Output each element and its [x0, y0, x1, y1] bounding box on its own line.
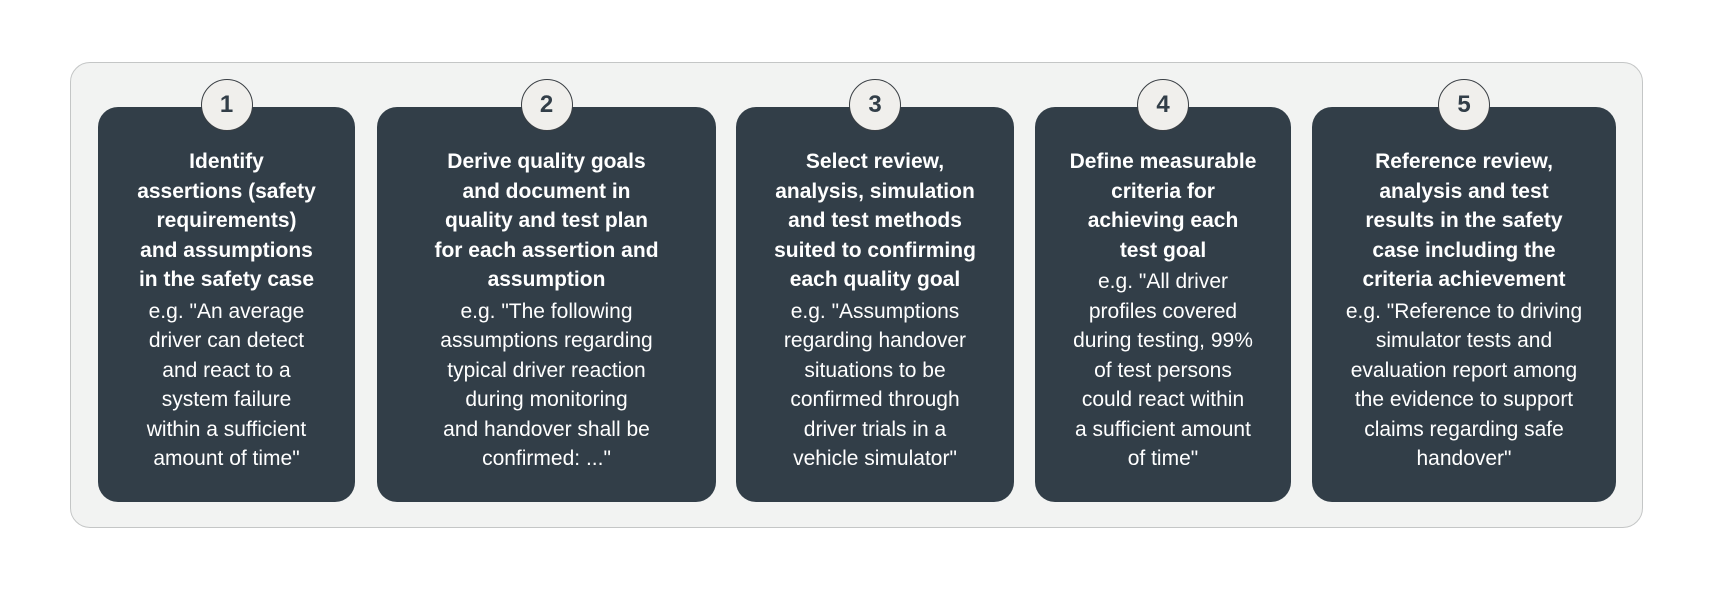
step-title-line: for each assertion and — [434, 238, 659, 262]
step-number-badge: 4 — [1137, 79, 1189, 131]
step-title-line: Derive quality goals — [447, 150, 646, 173]
step-example-line: regarding handover — [783, 329, 967, 352]
step-example-line: the evidence to support — [1354, 388, 1574, 411]
step-title-line: analysis and test — [1379, 179, 1549, 203]
step-example-line: e.g. "All driver — [1098, 270, 1228, 293]
step-example: e.g. "The following assumptions regarding… — [377, 297, 716, 474]
step-example-line: during testing, 99% — [1073, 329, 1253, 352]
step-title-line: in the safety case — [138, 268, 315, 291]
step-number-badge: 2 — [520, 79, 573, 131]
step-title-line: Reference review, — [1375, 150, 1553, 173]
step-title-line: analysis, simulation — [775, 179, 975, 203]
step-example-line: of time" — [1127, 447, 1199, 470]
step-example-line: confirmed: ..." — [482, 447, 611, 470]
step-example-line: vehicle simulator" — [793, 447, 957, 470]
step-title: Derive quality goals and document in quali… — [377, 147, 716, 295]
step-number-badge: 5 — [1438, 79, 1490, 131]
step-title-line: results in the safety — [1365, 209, 1563, 232]
step-example-line: evaluation report among — [1350, 358, 1578, 382]
step-example-line: driver trials in a — [803, 417, 947, 441]
step-number-badge: 3 — [849, 79, 901, 131]
step-example: e.g. "Reference to driving simulator test… — [1312, 297, 1616, 474]
step-title-line: assumption — [487, 268, 606, 291]
step-example-line: and handover shall be — [443, 417, 650, 441]
step-title-line: quality and test plan — [444, 209, 649, 232]
step-title: Define measurable criteria for achieving e… — [1035, 147, 1291, 265]
step-title-line: and test methods — [788, 209, 962, 232]
step-title-line: Identify — [189, 150, 264, 173]
step-example-line: handover" — [1416, 447, 1512, 470]
step-title: Select review, analysis, simulation and te… — [736, 147, 1014, 295]
step-example-line: during monitoring — [465, 388, 628, 411]
step-example-line: e.g. "The following — [460, 299, 633, 323]
step-title-line: achieving each — [1087, 209, 1239, 232]
step-example-line: driver can detect — [148, 329, 305, 352]
step-example-line: typical driver reaction — [447, 358, 646, 382]
step-example-line: within a sufficient — [146, 417, 307, 441]
step-title-line: test goal — [1119, 238, 1207, 262]
step-example-line: claims regarding safe — [1364, 417, 1564, 441]
step-title-line: case including the — [1372, 238, 1556, 262]
step-title: Identify assertions (safety requirements) a… — [98, 147, 355, 295]
step-example-line: confirmed through — [790, 388, 960, 411]
step-example-line: e.g. "An average — [148, 299, 305, 323]
step-example-line: of test persons — [1094, 358, 1232, 382]
step-title-line: Select review, — [805, 150, 945, 173]
step-title-line: criteria achievement — [1362, 268, 1566, 291]
step-example-line: system failure — [161, 388, 292, 411]
step-example: e.g. "Assumptions regarding handover situa… — [736, 297, 1014, 474]
step-example-line: simulator tests and — [1375, 329, 1553, 352]
step-number-badge: 1 — [200, 79, 253, 131]
step-example: e.g. "All driver profiles covered during t… — [1035, 267, 1291, 474]
step-title-line: and document in — [462, 179, 631, 203]
step-example-line: and react to a — [162, 358, 291, 382]
step-title-line: suited to confirming — [774, 238, 976, 262]
step-title-line: criteria for — [1111, 179, 1215, 203]
step-example: e.g. "An average driver can detect and rea… — [98, 297, 355, 474]
step-title: Reference review, analysis and test result… — [1312, 147, 1616, 295]
step-example-line: situations to be — [804, 358, 946, 382]
step-example-line: a sufficient amount — [1075, 417, 1251, 441]
step-example-line: e.g. "Reference to driving — [1345, 299, 1583, 323]
step-title-line: each quality goal — [789, 268, 961, 291]
step-title-line: requirements) — [156, 209, 297, 232]
step-example-line: profiles covered — [1088, 299, 1238, 323]
step-title-line: assertions (safety — [137, 179, 316, 203]
step-title-line: Define measurable — [1069, 150, 1257, 173]
step-example-line: could react within — [1081, 388, 1245, 411]
step-example-line: amount of time" — [153, 447, 300, 470]
step-example-line: e.g. "Assumptions — [790, 299, 960, 323]
step-example-line: assumptions regarding — [440, 329, 653, 352]
step-title-line: and assumptions — [140, 238, 313, 262]
